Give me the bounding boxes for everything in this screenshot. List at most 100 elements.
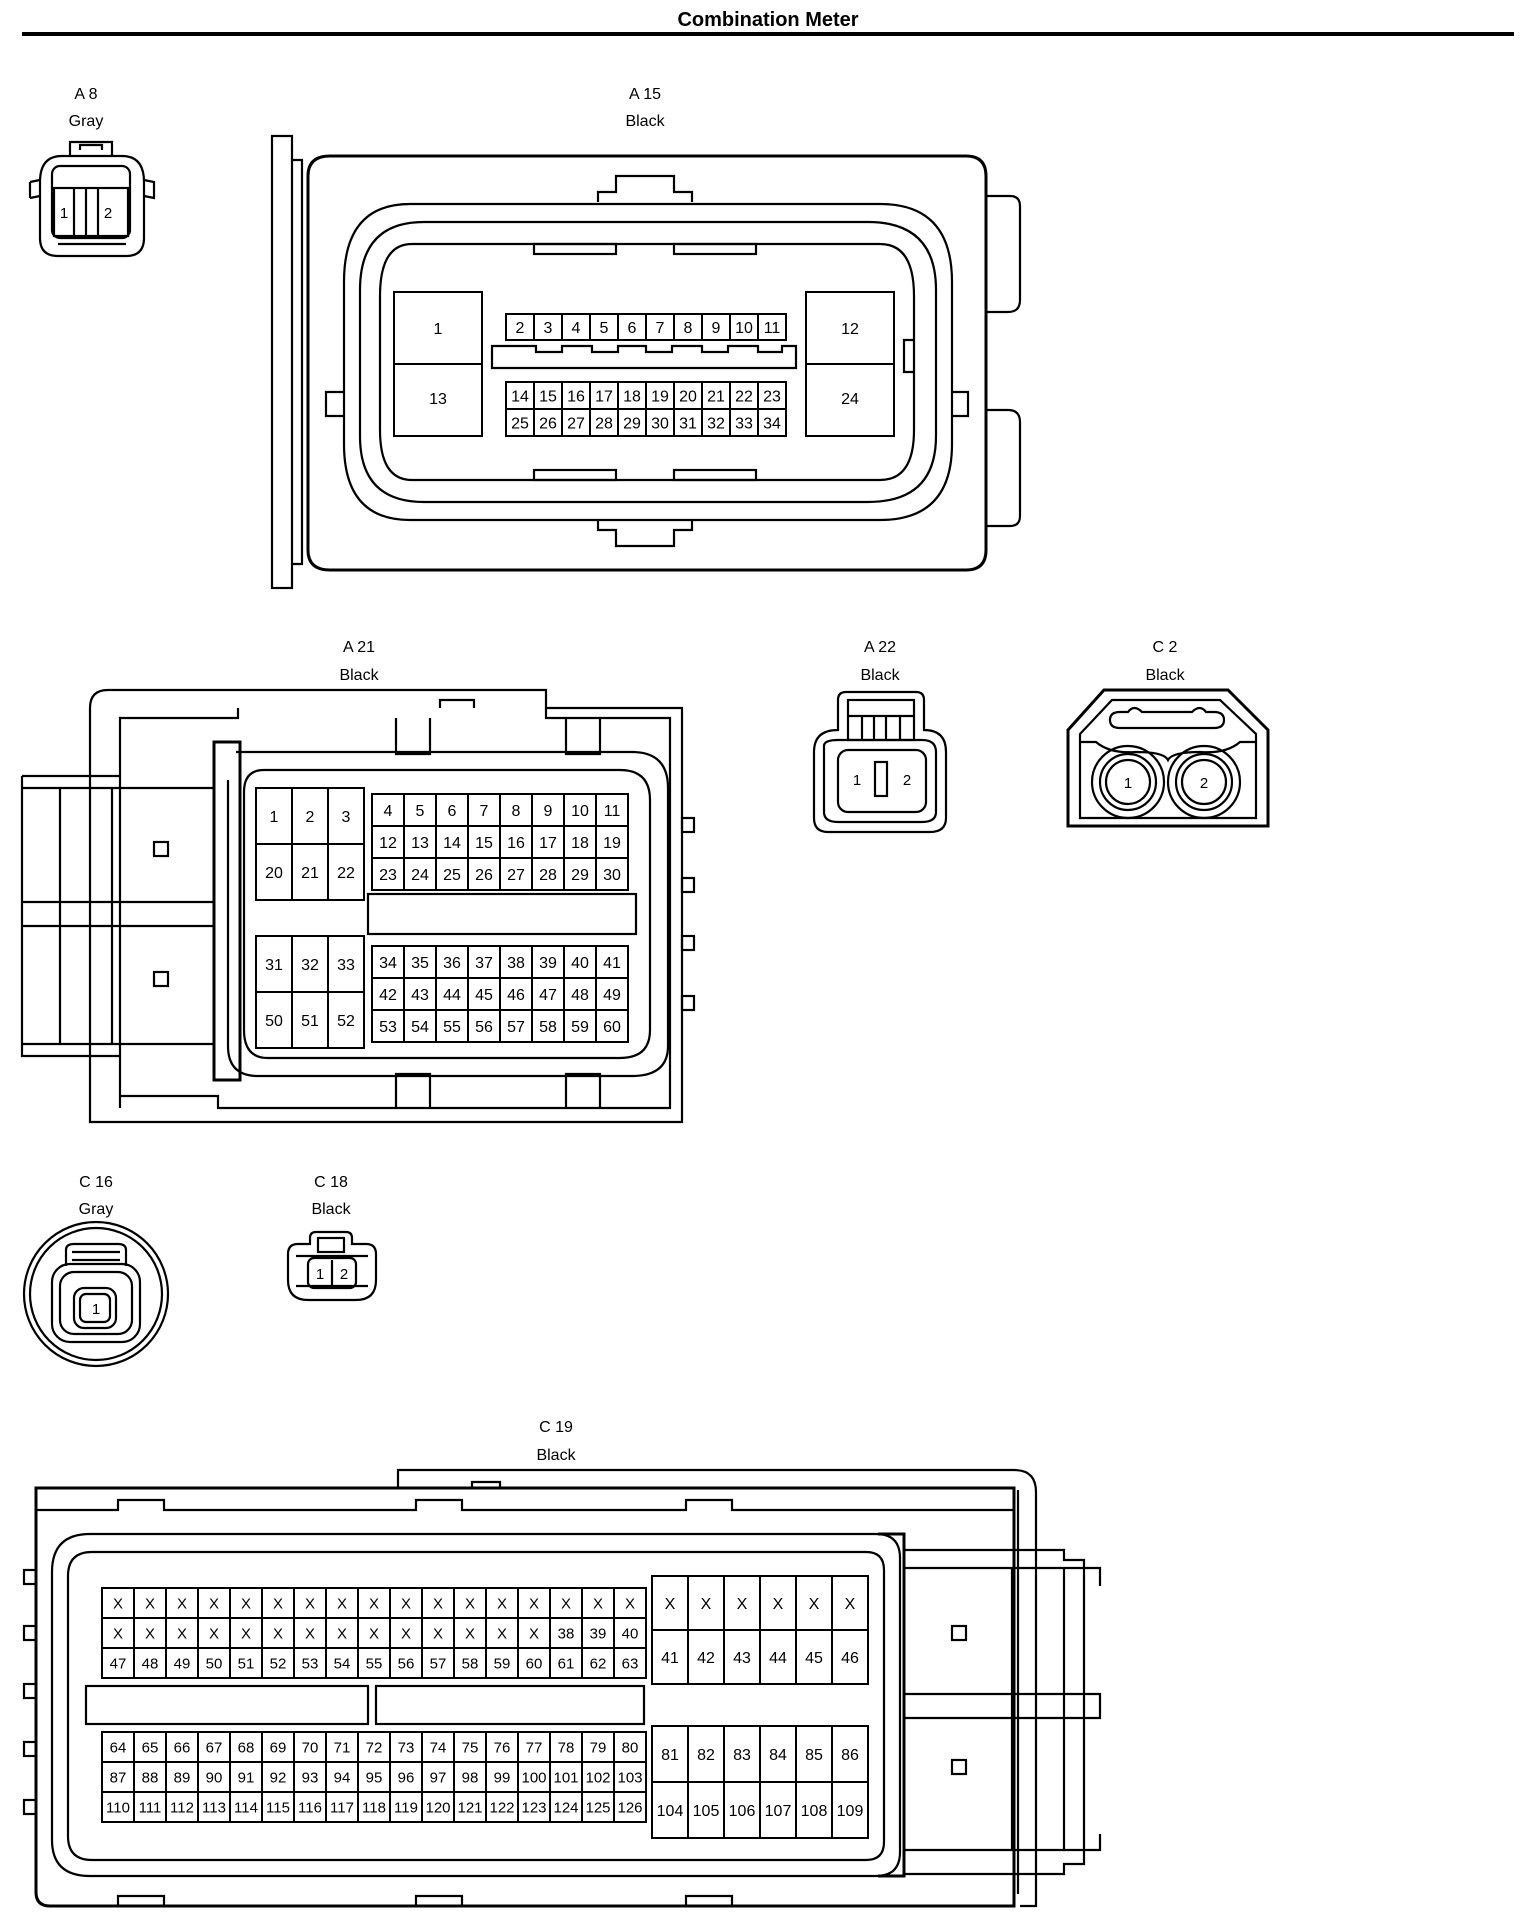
connector-c19-pin: 111 [139,1799,162,1816]
connector-a21-cell [467,945,501,979]
connector-a21-cell [467,857,501,891]
connector-c19-pin: X [177,1625,187,1642]
connector-c16-pin: 1 [92,1301,100,1318]
connector-c19-pin: X [113,1625,123,1642]
connector-c19-pin: 88 [142,1769,159,1786]
connector-a21-pin: 17 [539,835,557,852]
connector-a21-cell [435,857,469,891]
connector-a21-cell [531,793,565,827]
connector-a21-pin: 54 [411,1019,429,1036]
connector-a15-pin: 11 [764,320,781,337]
connector-a21-cell [467,1009,501,1043]
connector-c19-pin: 95 [366,1769,383,1786]
connector-c19-cell [549,1731,583,1763]
connector-c19-cell [723,1629,761,1685]
connector-a21-cell [595,857,629,891]
connector-c19-pin: 102 [585,1769,610,1786]
connector-a15-code: A 15 [629,86,661,103]
connector-c19-pin: 76 [494,1739,511,1756]
connector-c19-cell [723,1725,761,1783]
connector-c18-pin: 1 [316,1266,324,1283]
connector-c2-pin: 1 [1124,775,1132,792]
connector-c19-pin: X [145,1595,155,1612]
connector-a22-code: A 22 [864,639,896,656]
connector-a15-pin: 6 [628,320,637,337]
connector-a21-pin: 44 [443,987,461,1004]
connector-a15-pin: 27 [567,415,585,432]
connector-a8-color: Gray [69,113,104,130]
connector-c19-cell [421,1761,455,1793]
connector-a21-pin: 20 [265,865,283,882]
connector-c19-pin: 124 [553,1799,578,1816]
connector-a15-pin: 20 [679,388,697,405]
connector-c19-pin: X [273,1625,283,1642]
connector-a21-cell [563,793,597,827]
connector-a21-cell [403,857,437,891]
connector-a21-pin: 33 [337,957,355,974]
connector-a15-pin: 10 [735,320,753,337]
connector-c19-pin: 52 [270,1655,287,1672]
connector-c19-pin: X [497,1595,507,1612]
connector-c19-cell [197,1587,231,1619]
connector-c19-pin: 41 [661,1650,679,1667]
connector-a21-pin: 25 [443,867,461,884]
connector-a15-pin: 31 [679,415,697,432]
connector-c19-pin: 101 [553,1769,578,1786]
connector-a15-pin: 18 [623,388,641,405]
connector-c2: C 2 Black 1 2 [1066,639,1270,828]
connector-a22-pin: 1 [853,772,861,789]
connector-a21-pin: 37 [475,955,493,972]
connector-c19-pin: 107 [765,1803,792,1820]
connector-c19-pin: X [561,1595,571,1612]
connector-c19-cell [165,1647,199,1679]
connector-c19-pin: 91 [238,1769,255,1786]
connector-a21-pin: 53 [379,1019,397,1036]
connector-c19-pin: X [401,1625,411,1642]
connector-a15-pin: 5 [600,320,609,337]
connector-a21-pin: 21 [301,865,319,882]
connector-a15-pin: 29 [623,415,641,432]
connector-c19-pin: 119 [394,1799,418,1816]
connector-c19-cell [197,1647,231,1679]
connector-c19-pin: X [145,1625,155,1642]
connector-a8-code: A 8 [74,86,97,103]
connector-c19-cell [831,1575,869,1631]
connector-c19-cell [229,1647,263,1679]
connector-a21-pin: 51 [301,1013,319,1030]
connector-c19-pin: X [433,1595,443,1612]
connector-a8-pin: 2 [104,205,112,222]
connector-a21-cell [531,857,565,891]
connector-a15-cell [505,408,535,437]
connector-c19-pin: X [737,1596,748,1613]
connector-c19-cell [581,1647,615,1679]
connector-c19-cell [453,1617,487,1649]
connector-c19-pin: 61 [558,1655,575,1672]
connector-a21-pin: 60 [603,1019,621,1036]
connector-c19-cell [613,1647,647,1679]
connector-a21-pin: 48 [571,987,589,1004]
connector-c19-pin: 54 [334,1655,351,1672]
connector-a21-pin: 6 [448,803,457,820]
connector-c18: C 18 Black 1 2 [286,1174,378,1302]
connector-a15-cell [589,313,619,341]
connector-c19-pin: 110 [106,1799,130,1816]
connector-c16-code: C 16 [79,1174,113,1191]
connector-a21-pin: 13 [411,835,429,852]
connector-a21-pin: 15 [475,835,493,852]
connector-c19-cell [133,1647,167,1679]
connector-c19-cell [687,1725,725,1783]
connector-a15-pin: 16 [567,388,585,405]
connector-a21-pin: 52 [337,1013,355,1030]
connector-c19-pin: 79 [590,1739,607,1756]
connector-a21-pin: 23 [379,867,397,884]
connector-a15-pin: 21 [707,388,725,405]
connector-a15-cell [673,313,703,341]
connector-c19-pin: 68 [238,1739,255,1756]
connector-a15-cell [505,313,535,341]
connector-c18-pin: 2 [340,1266,348,1283]
connector-a21-pin: 34 [379,955,397,972]
connector-c19-code: C 19 [539,1419,573,1436]
connector-c19-pin: X [701,1596,712,1613]
connector-a15-pin: 17 [595,388,613,405]
page-title: Combination Meter [677,9,858,31]
